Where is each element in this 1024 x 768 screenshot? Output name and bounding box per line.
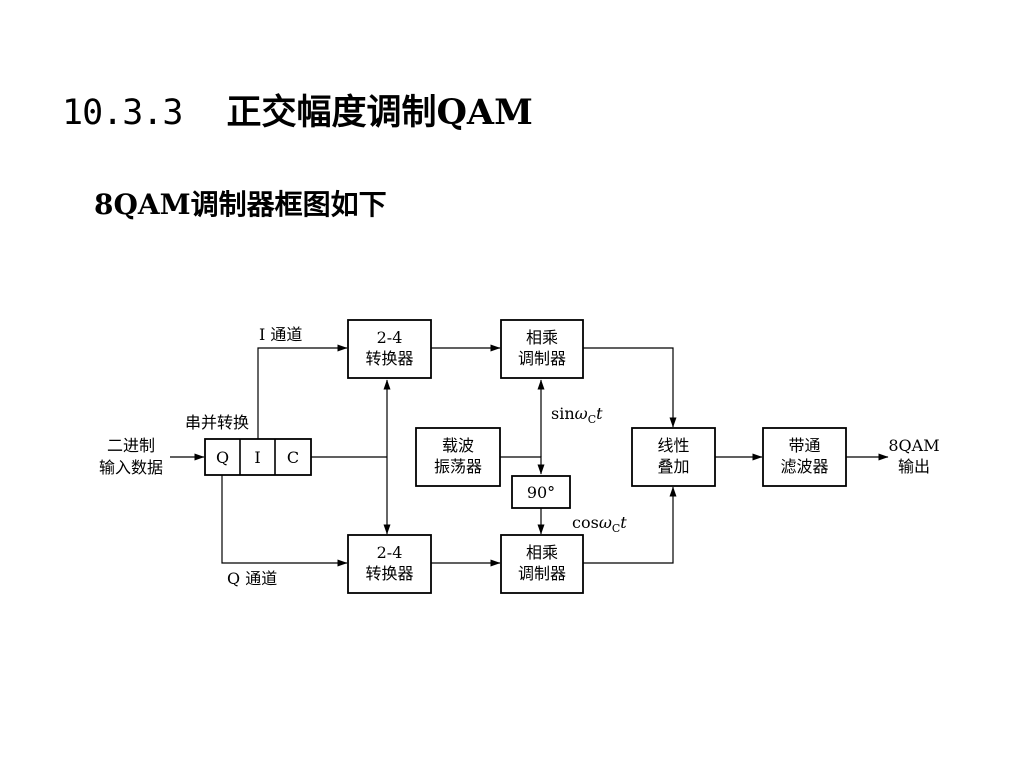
oscillator-box xyxy=(415,427,501,487)
section-title: 正交幅度调制QAM xyxy=(226,92,533,133)
i-channel-label: I 通道 xyxy=(259,325,302,344)
converter-lower-line1: 2-4 xyxy=(377,543,403,562)
oscillator-line1: 载波 xyxy=(442,436,474,455)
multiplier-lower: 相乘 调制器 xyxy=(500,534,584,594)
cos-label: cosωCt xyxy=(572,513,627,535)
multiplier-lower-line1: 相乘 xyxy=(526,543,558,562)
bandpass-filter: 带通 滤波器 xyxy=(762,427,847,487)
multiplier-upper-line1: 相乘 xyxy=(526,328,558,347)
converter-upper-box xyxy=(347,319,432,379)
summer-line2: 叠加 xyxy=(657,457,689,476)
filter-box xyxy=(762,427,847,487)
line-q-channel xyxy=(221,475,348,567)
sp-register: Q I C xyxy=(204,438,312,476)
page-title: 10.3.3 正交幅度调制QAM xyxy=(62,84,533,135)
section-number: 10.3.3 xyxy=(62,93,183,133)
phase-shifter: 90° xyxy=(511,475,571,509)
line-oscillator-out xyxy=(500,456,545,475)
register-cell-i: I xyxy=(254,448,260,467)
summer-box xyxy=(631,427,716,487)
converter-lower: 2-4 转换器 xyxy=(347,534,432,594)
line-mult-top-to-summer xyxy=(583,347,677,428)
page-subtitle: 8QAM调制器框图如下 xyxy=(94,188,387,221)
input-label-line1: 二进制 xyxy=(107,436,155,455)
output-label-line2: 输出 xyxy=(898,457,930,476)
register-cell-c: C xyxy=(287,448,299,467)
register-cell-q: Q xyxy=(216,448,229,467)
multiplier-lower-line2: 调制器 xyxy=(518,564,566,583)
converter-lower-line2: 转换器 xyxy=(365,564,413,583)
multiplier-upper-line2: 调制器 xyxy=(518,349,566,368)
multiplier-lower-box xyxy=(500,534,584,594)
sp-label: 串并转换 xyxy=(185,413,249,432)
linear-summer: 线性 叠加 xyxy=(631,427,716,487)
connections xyxy=(170,344,889,567)
line-i-channel xyxy=(257,344,348,439)
multiplier-upper: 相乘 调制器 xyxy=(500,319,584,379)
q-channel-label: Q 通道 xyxy=(227,569,277,588)
sin-label: sinωCt xyxy=(551,404,603,426)
input-label-line2: 输入数据 xyxy=(99,458,163,477)
output-label-line1: 8QAM xyxy=(888,436,939,455)
summer-line1: 线性 xyxy=(657,436,689,455)
line-mult-bottom-to-summer xyxy=(583,486,677,564)
converter-upper: 2-4 转换器 xyxy=(347,319,432,379)
filter-line1: 带通 xyxy=(788,436,820,455)
multiplier-upper-box xyxy=(500,319,584,379)
phase-shifter-box xyxy=(511,475,571,509)
phase-shift-label: 90° xyxy=(527,483,555,502)
oscillator-line2: 振荡器 xyxy=(434,457,482,476)
converter-upper-line1: 2-4 xyxy=(377,328,403,347)
filter-line2: 滤波器 xyxy=(780,457,828,476)
register-frame xyxy=(204,438,312,476)
converter-lower-box xyxy=(347,534,432,594)
carrier-oscillator: 载波 振荡器 xyxy=(415,427,501,487)
converter-upper-line2: 转换器 xyxy=(365,349,413,368)
